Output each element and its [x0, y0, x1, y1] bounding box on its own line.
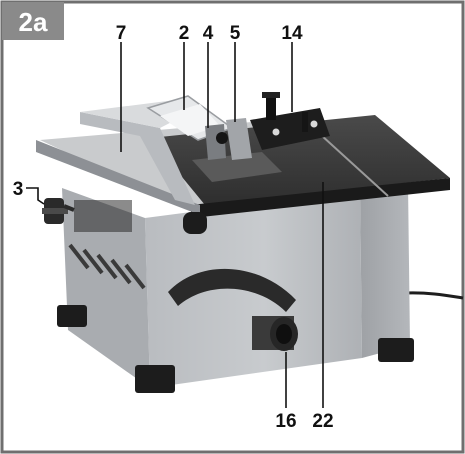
- mitre-gauge-handle: [266, 92, 276, 120]
- figure-tag-text: 2a: [19, 7, 48, 37]
- body-back-panel: [360, 183, 410, 358]
- mitre-gauge: [250, 92, 330, 150]
- table-front-edge: [190, 178, 450, 218]
- callout-16: 16: [275, 411, 296, 432]
- fence-clamp-knob: [183, 212, 207, 234]
- callout-7: 7: [116, 23, 127, 44]
- saw-blade: [226, 118, 252, 160]
- callout-5: 5: [230, 23, 241, 44]
- leader-lines: [26, 42, 324, 408]
- callout-2: 2: [179, 23, 190, 44]
- front-rail: [36, 140, 200, 215]
- table-insert: [192, 152, 282, 182]
- height-adjustment-crank: [42, 198, 75, 224]
- left-recess: [74, 200, 132, 232]
- guard-knob: [216, 132, 228, 144]
- foot-front-left: [135, 365, 175, 393]
- dust-extraction-port: [252, 316, 298, 351]
- leader-3: [26, 187, 45, 205]
- callout-14: 14: [281, 23, 303, 44]
- callout-3: 3: [13, 179, 24, 200]
- body-left-panel: [62, 188, 150, 388]
- foot-rear-left: [57, 305, 87, 327]
- side-handle: [168, 268, 296, 312]
- vent-slots: [68, 243, 146, 290]
- callout-4: 4: [203, 23, 214, 44]
- callout-labels: 7 2 4 5 14 3 16 22: [13, 23, 334, 432]
- callout-22: 22: [312, 411, 333, 432]
- foot-front-right: [378, 338, 414, 362]
- rubber-feet: [57, 305, 414, 393]
- figure-tag: 2a: [2, 2, 64, 40]
- power-cord: [404, 291, 464, 300]
- figure-tag-background: [2, 2, 64, 40]
